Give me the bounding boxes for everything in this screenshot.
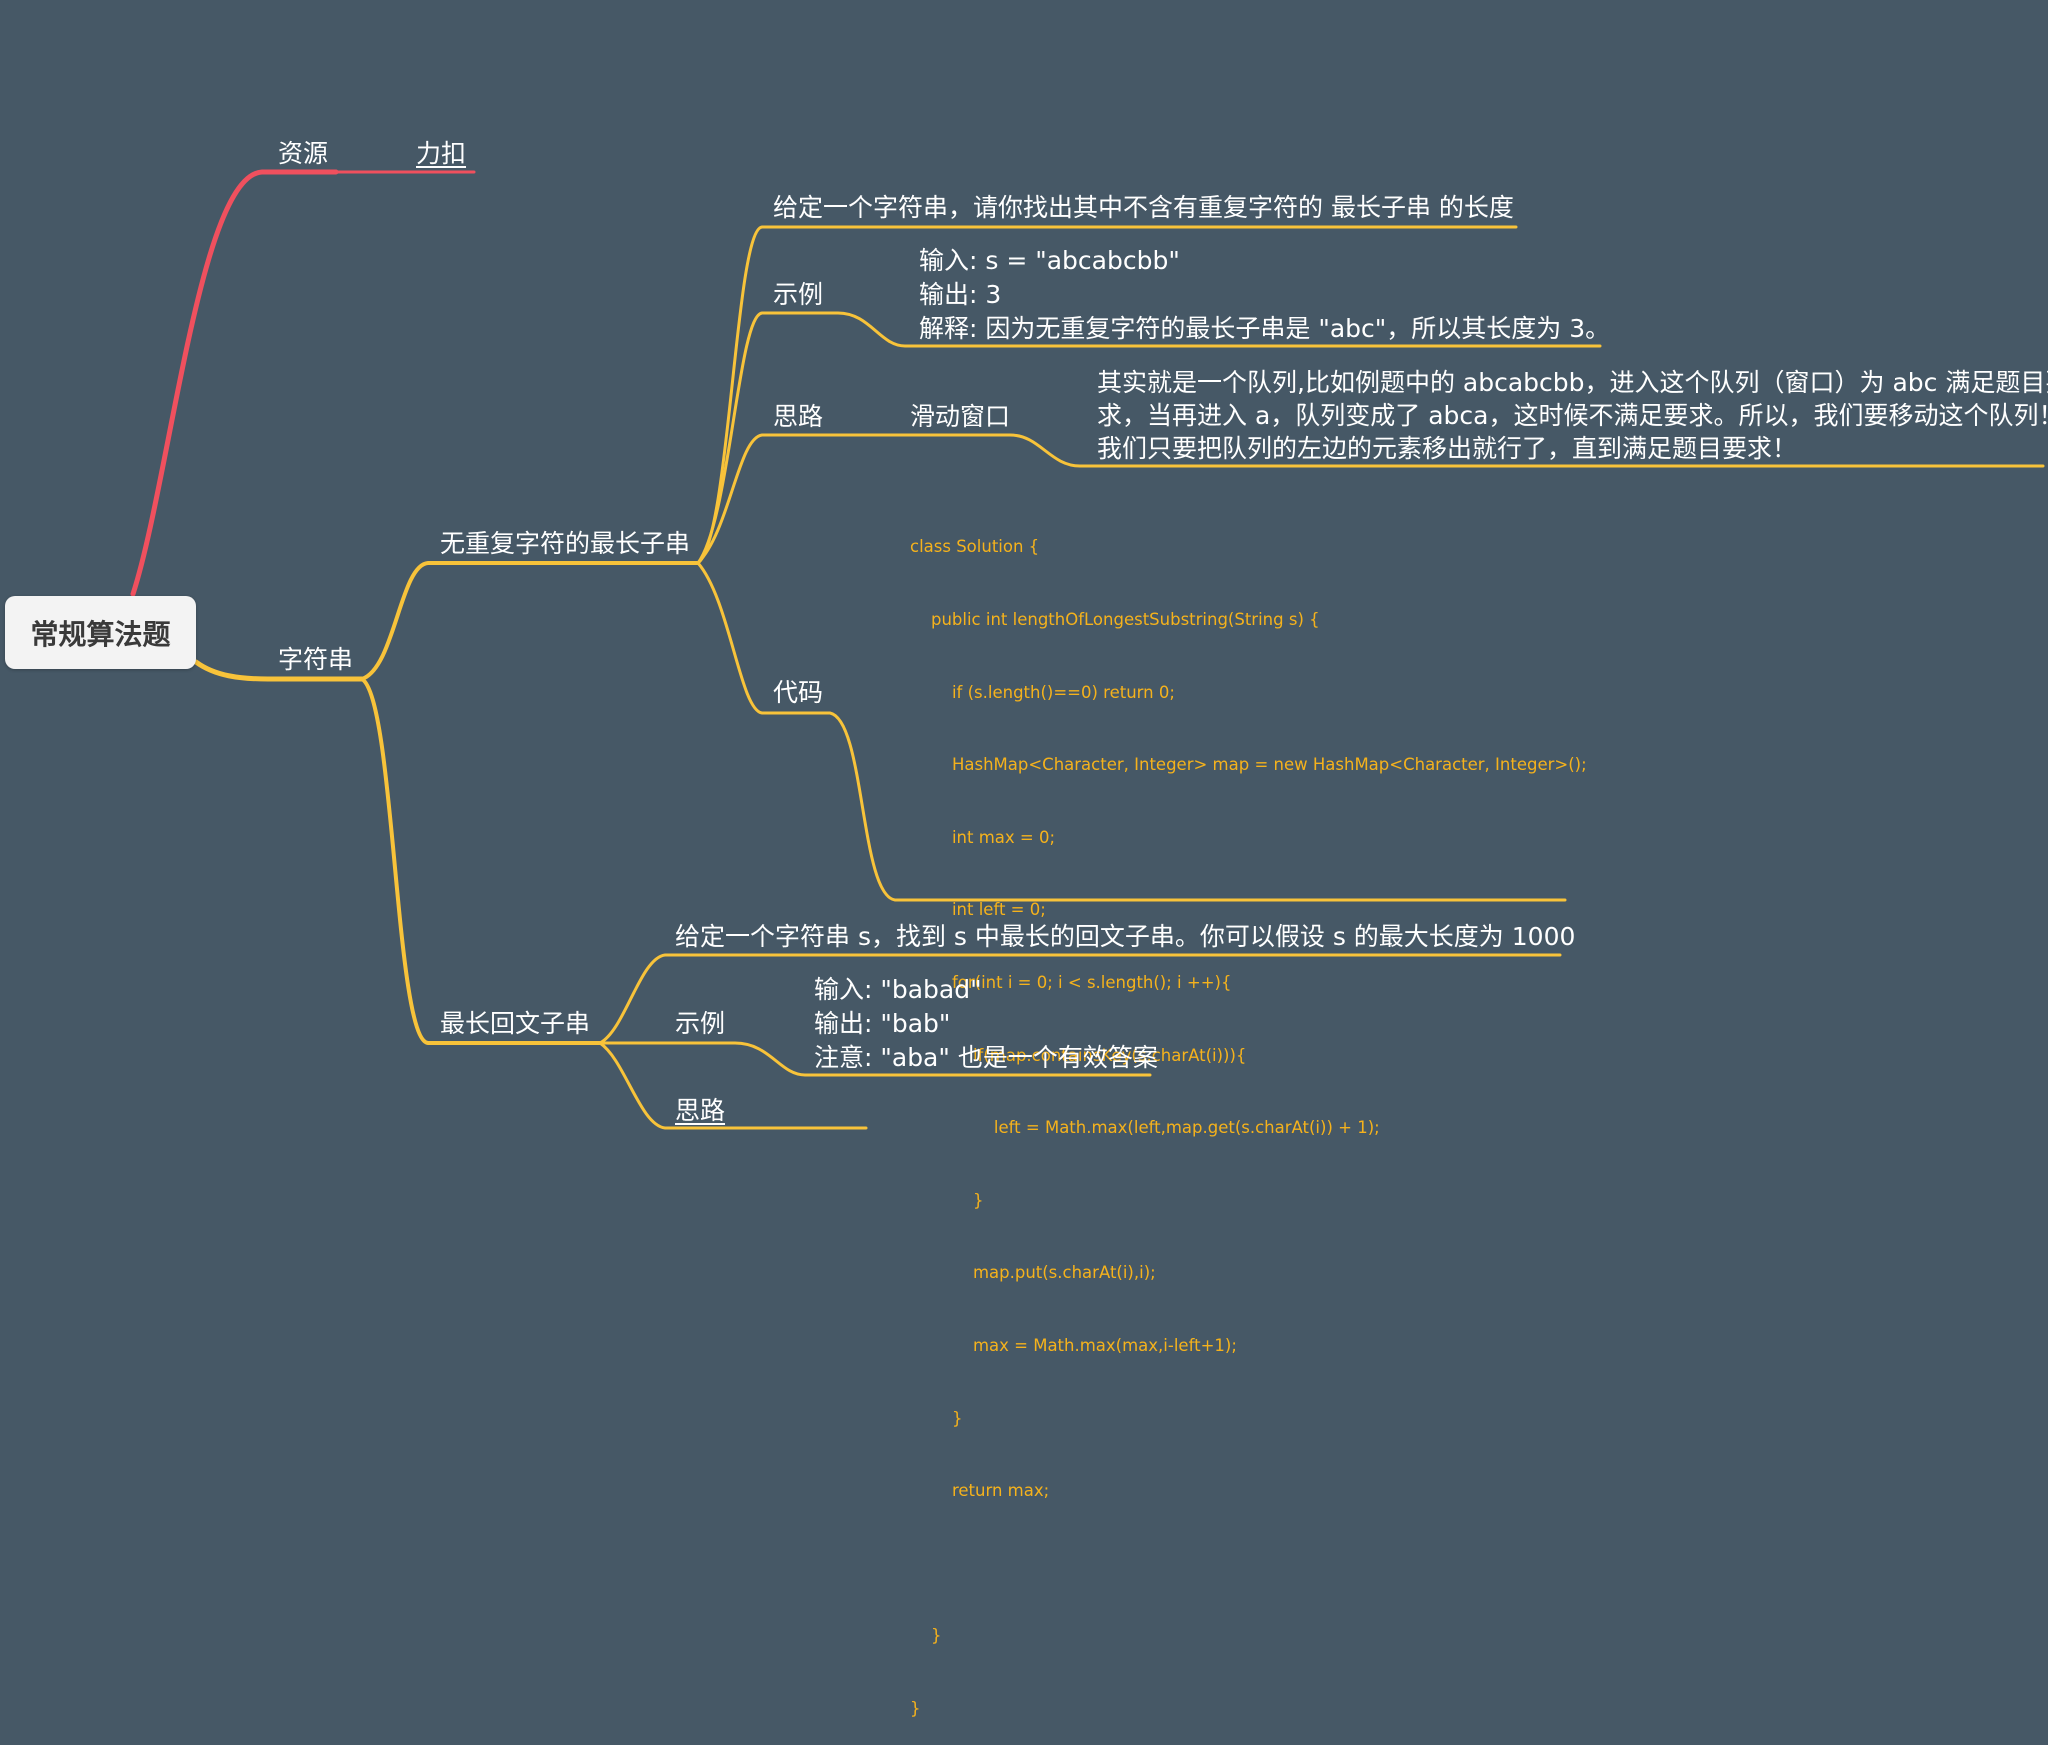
code-line: } bbox=[910, 1698, 921, 1718]
lls-idea-line-2: 求，当再进入 a，队列变成了 abca，这时候不满足要求。所以，我们要移动这个队… bbox=[1097, 401, 2048, 430]
code-line: int max = 0; bbox=[910, 827, 1056, 847]
code-line: HashMap<Character, Integer> map = new Ha… bbox=[910, 755, 1587, 775]
node-lps-description[interactable]: 给定一个字符串 s，找到 s 中最长的回文子串。你可以假设 s 的最大长度为 1… bbox=[675, 922, 1576, 951]
node-leetcode-link[interactable]: 力扣 bbox=[416, 139, 467, 168]
code-line: public int lengthOfLongestSubstring(Stri… bbox=[910, 610, 1320, 629]
lls-example-line-2: 输出: 3 bbox=[919, 280, 1002, 309]
connector-strings bbox=[193, 659, 365, 682]
code-line: for(int i = 0; i < s.length(); i ++){ bbox=[910, 972, 1232, 992]
node-resources[interactable]: 资源 bbox=[278, 139, 329, 168]
root-label: 常规算法题 bbox=[30, 617, 171, 651]
code-line: return max; bbox=[910, 1481, 1050, 1501]
node-lls-code[interactable]: 代码 bbox=[773, 678, 824, 707]
mind-map-connectors bbox=[130, 169, 2045, 1130]
code-line: } bbox=[910, 1190, 984, 1210]
code-line bbox=[910, 1552, 1587, 1576]
node-longest-substring[interactable]: 无重复字符的最长子串 bbox=[440, 529, 691, 558]
lps-example-line-3: 注意: "aba" 也是一个有效答案 bbox=[814, 1043, 1158, 1072]
node-lps-example[interactable]: 示例 bbox=[675, 1009, 726, 1038]
code-line: if (s.length()==0) return 0; bbox=[910, 682, 1175, 702]
lps-example-line-2: 输出: "bab" bbox=[814, 1009, 951, 1038]
connector-resources bbox=[130, 169, 339, 597]
code-line: } bbox=[910, 1408, 963, 1428]
node-strings[interactable]: 字符串 bbox=[278, 645, 354, 674]
lls-idea-line-3: 我们只要把队列的左边的元素移出就行了，直到满足题目要求！ bbox=[1097, 434, 1798, 463]
code-line: } bbox=[910, 1626, 942, 1646]
code-line: int left = 0; bbox=[910, 900, 1046, 920]
node-lls-idea[interactable]: 思路 bbox=[773, 402, 824, 431]
code-line: map.put(s.charAt(i),i); bbox=[910, 1263, 1156, 1283]
lps-example-line-1: 输入: "babad" bbox=[814, 975, 982, 1004]
lls-idea-line-1: 其实就是一个队列,比如例题中的 abcabcbb，进入这个队列（窗口）为 abc… bbox=[1097, 368, 2048, 397]
lls-example-line-1: 输入: s = "abcabcbb" bbox=[919, 246, 1180, 275]
node-sliding-window[interactable]: 滑动窗口 bbox=[910, 402, 1011, 431]
connector-lps bbox=[360, 677, 602, 1045]
code-line: max = Math.max(max,i-left+1); bbox=[910, 1335, 1237, 1355]
code-line: if(map.containsKey(s.charAt(i))){ bbox=[910, 1045, 1247, 1065]
node-lps-idea-link[interactable]: 思路 bbox=[675, 1096, 726, 1125]
node-longest-palindrome[interactable]: 最长回文子串 bbox=[440, 1009, 591, 1038]
connector-lls bbox=[360, 561, 700, 681]
code-block: class Solution { public int lengthOfLong… bbox=[910, 487, 1587, 1745]
code-line: left = Math.max(left,map.get(s.charAt(i)… bbox=[910, 1118, 1380, 1138]
code-line: class Solution { bbox=[910, 537, 1040, 557]
root-node[interactable]: 常规算法题 bbox=[5, 596, 196, 669]
lls-example-line-3: 解释: 因为无重复字符的最长子串是 "abc"，所以其长度为 3。 bbox=[919, 314, 1611, 343]
node-lls-description[interactable]: 给定一个字符串，请你找出其中不含有重复字符的 最长子串 的长度 bbox=[773, 193, 1514, 222]
node-lls-example[interactable]: 示例 bbox=[773, 280, 824, 309]
